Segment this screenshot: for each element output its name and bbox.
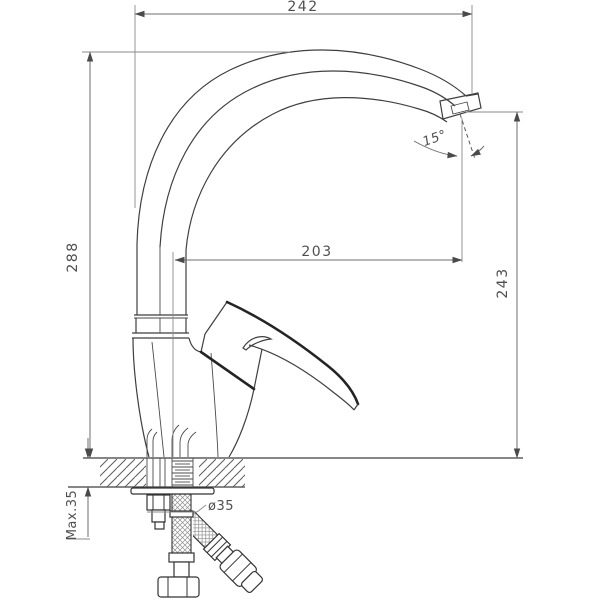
dim-max-thickness: Max.35 <box>65 438 92 541</box>
dim-hole-diameter: ø35 <box>147 499 234 514</box>
dim-label-overall-height: 288 <box>65 241 81 272</box>
faucet-spout <box>136 49 482 251</box>
dim-label-hole-diameter: ø35 <box>208 499 234 514</box>
hose-ferrule <box>168 552 195 563</box>
supply-hoses <box>130 487 264 598</box>
deck-hatch-right <box>199 459 245 487</box>
dim-overall-height: 288 <box>65 51 290 459</box>
dim-outlet-angle: 15° <box>413 113 485 160</box>
mounting-deck <box>68 457 523 488</box>
column-collar <box>132 314 189 339</box>
aerator-outlet <box>439 92 482 120</box>
dim-label-max-thickness: Max.35 <box>65 490 80 541</box>
mounting-stud-channel <box>146 458 166 488</box>
dim-outlet-height: 243 <box>465 111 523 459</box>
dim-label-spout-reach: 203 <box>301 244 332 260</box>
dim-label-outlet-height: 243 <box>495 267 511 298</box>
faucet-handle <box>199 300 360 411</box>
internal-supply-pipes <box>146 424 197 457</box>
faucet-column <box>132 244 255 458</box>
deck-hatch-left <box>100 459 146 487</box>
dim-label-outlet-angle: 15° <box>421 127 449 149</box>
handle-lever <box>225 300 360 406</box>
mounting-stud <box>146 494 171 530</box>
vertical-hose-nut <box>157 576 200 598</box>
dim-top-width: 242 <box>134 0 473 208</box>
dim-label-top-width: 242 <box>287 0 318 15</box>
threaded-shank <box>171 458 194 488</box>
outlet-axis-dashed-line <box>459 113 476 160</box>
dim-spout-reach: 203 <box>172 118 463 458</box>
flange-washer <box>130 487 215 495</box>
